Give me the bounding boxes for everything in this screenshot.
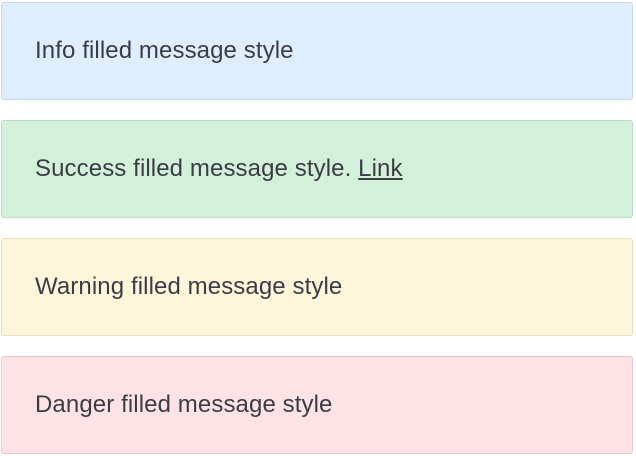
success-message: Success filled message style. Link [1, 120, 633, 218]
warning-message: Warning filled message style [1, 238, 633, 336]
success-message-link[interactable]: Link [358, 155, 403, 182]
danger-message-text: Danger filled message style [35, 391, 333, 418]
success-message-text: Success filled message style. [35, 155, 352, 182]
info-message: Info filled message style [1, 2, 633, 100]
danger-message: Danger filled message style [1, 356, 633, 454]
info-message-text: Info filled message style [35, 37, 294, 64]
warning-message-text: Warning filled message style [35, 273, 343, 300]
